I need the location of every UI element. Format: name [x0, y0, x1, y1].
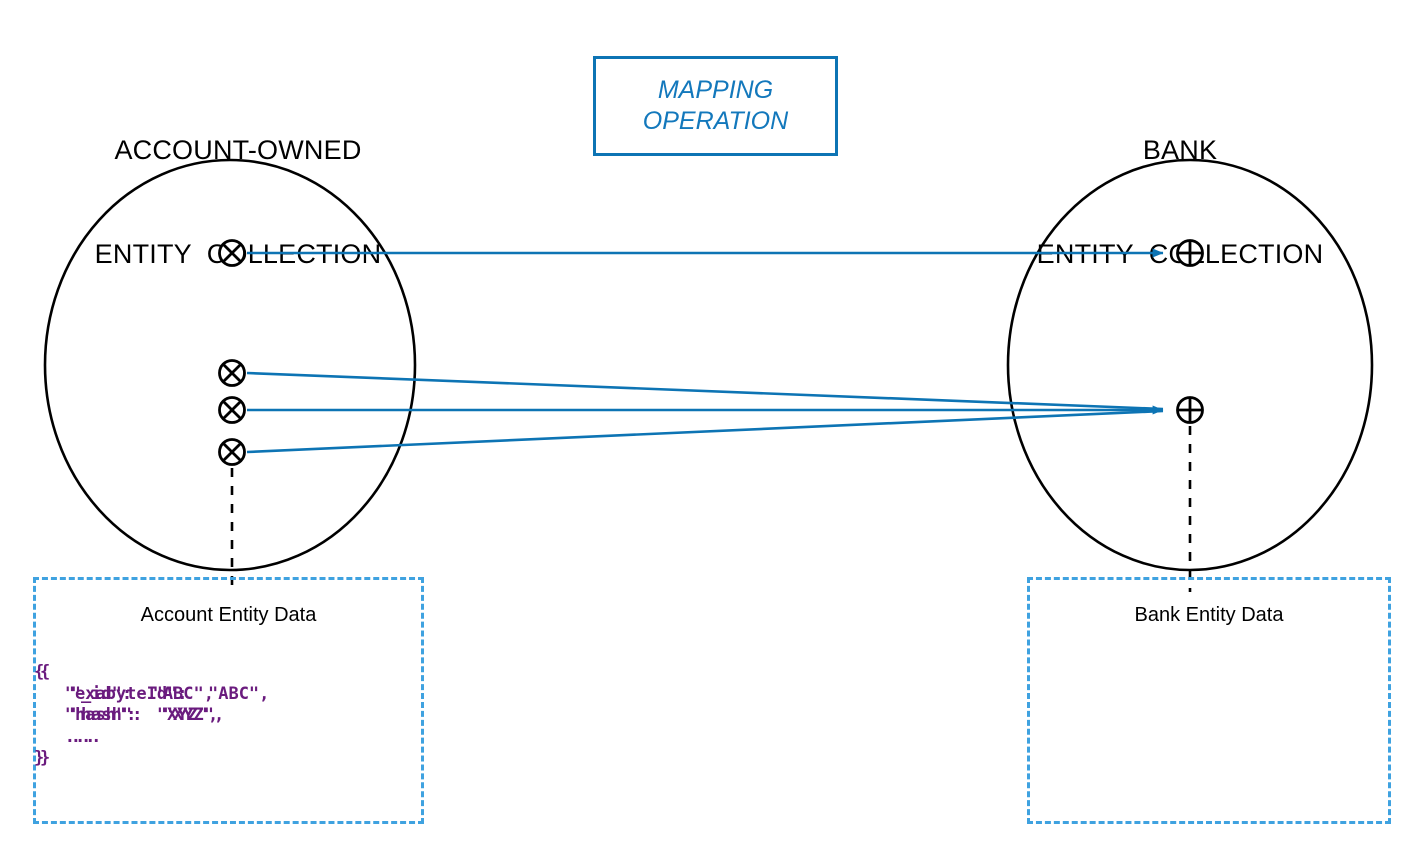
account-entity-data-title: Account Entity Data: [140, 604, 317, 626]
bank-entity-data-code: { "_id": "ABC", "hash": "XYZ", ... }: [40, 662, 225, 769]
mapping-operation-box: MAPPING OPERATION: [593, 56, 838, 156]
account-entity-node-2[interactable]: [218, 359, 246, 387]
mapping-operation-line2: OPERATION: [642, 107, 789, 135]
bank-entity-node-1[interactable]: [1176, 239, 1204, 267]
mapping-line-2: [246, 371, 1164, 411]
bank-entity-data-title: Bank Entity Data: [1134, 604, 1284, 626]
bank-entity-node-2[interactable]: [1176, 396, 1204, 424]
account-owned-collection-ellipse: [43, 158, 417, 572]
account-entity-data-box: Account Entity Data: [33, 577, 424, 824]
account-entity-node-3[interactable]: [218, 396, 246, 424]
mapping-operation-line1: MAPPING: [657, 76, 774, 104]
account-entity-node-1[interactable]: [218, 239, 246, 267]
account-entity-node-4[interactable]: [218, 438, 246, 466]
mapping-line-4: [246, 409, 1164, 454]
bank-entity-data-box: Bank Entity Data: [1027, 577, 1391, 824]
account-entity-data-code: { "exabyteId": "ABC", "hash": "XYZ", ...…: [34, 662, 270, 769]
bank-collection-ellipse: [1006, 158, 1374, 572]
